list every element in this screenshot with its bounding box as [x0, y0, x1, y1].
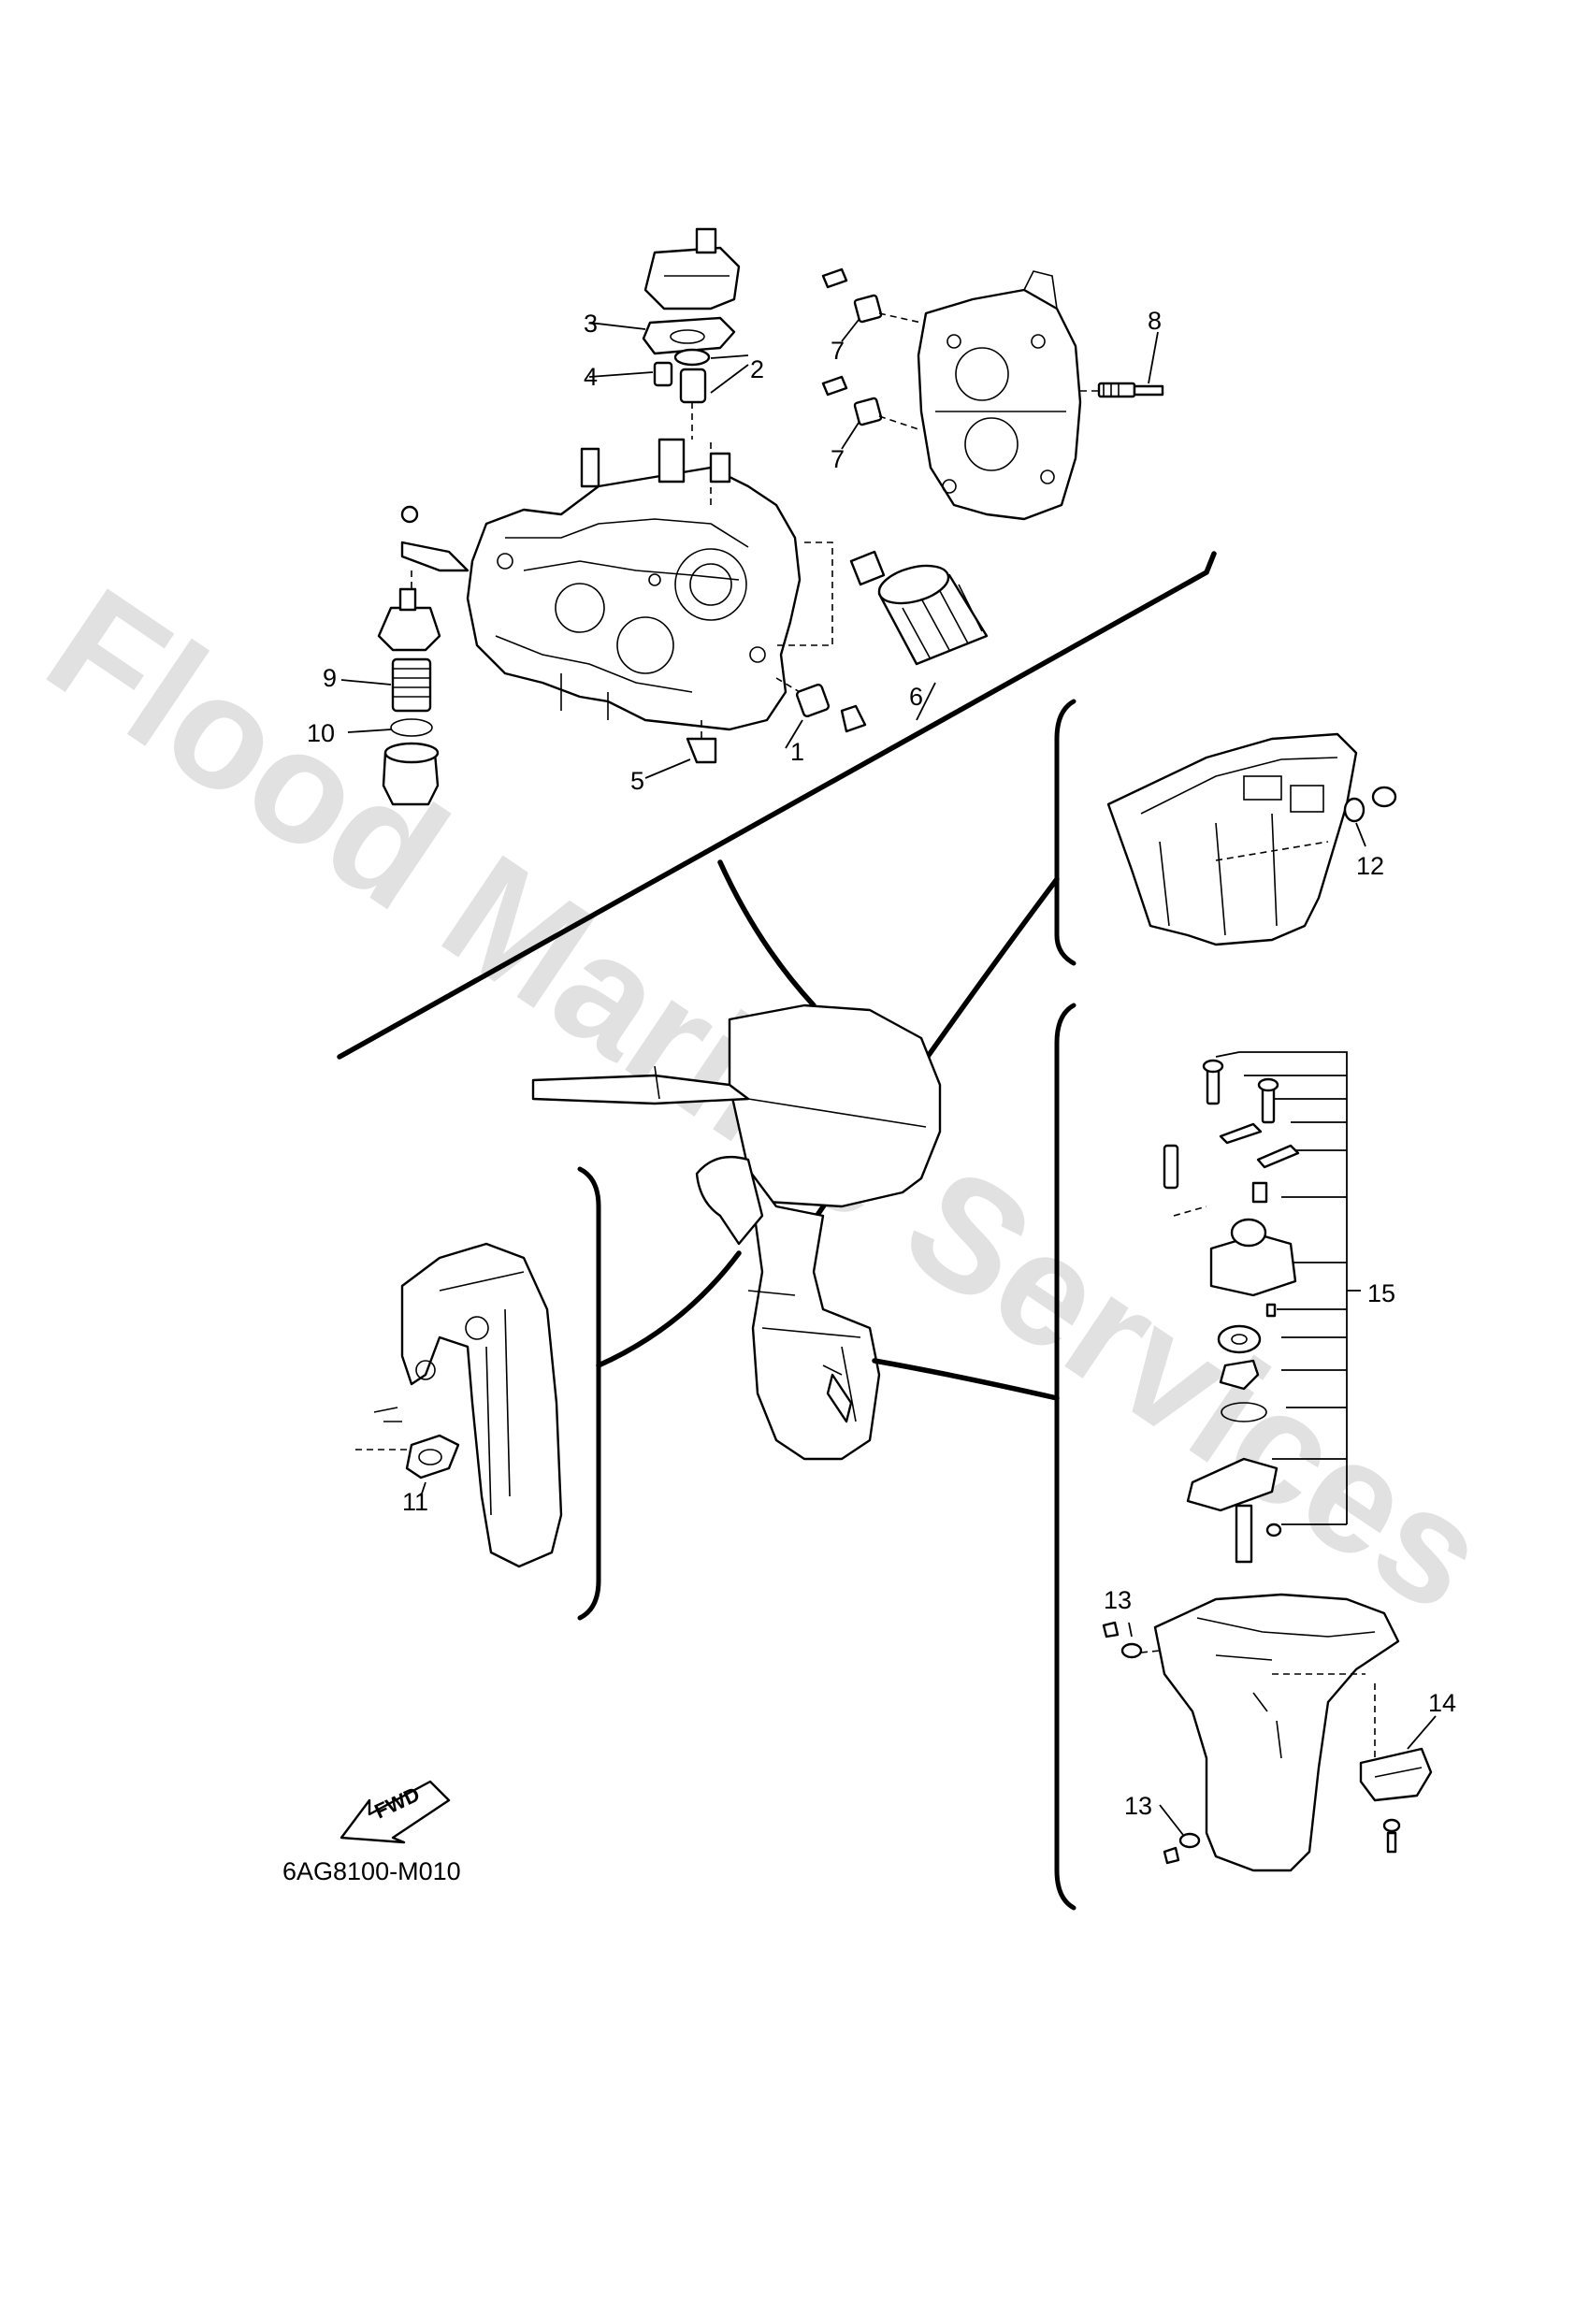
powerhead-leader — [717, 859, 816, 1008]
fwd-arrow: FWD — [340, 1780, 451, 1844]
callout-3: 3 — [584, 310, 598, 338]
callouts: 1 2 3 4 5 6 7 7 8 9 10 11 12 13 13 14 15 — [307, 307, 1456, 1820]
part-5-clip — [644, 720, 717, 779]
part-4-plug — [588, 361, 673, 387]
filter-cup — [382, 742, 440, 806]
upper-casing — [1106, 732, 1358, 946]
callout-10: 10 — [307, 719, 335, 747]
bracket-fitting — [377, 505, 470, 652]
callout-14: 14 — [1428, 1689, 1456, 1717]
clamp-bracket — [400, 1242, 563, 1568]
lower-unit-bracket — [1054, 1003, 1076, 1911]
part-1-anode — [775, 677, 867, 749]
part-7-bushing-lower — [821, 375, 922, 450]
part-11-mount-pad — [355, 1407, 460, 1497]
powerhead-divider-line — [337, 551, 1217, 1060]
part-6-oil-filter — [849, 550, 989, 721]
thermostat-cover — [643, 227, 741, 310]
part-7-bushing-upper — [821, 267, 922, 342]
callout-15: 15 — [1367, 1279, 1395, 1307]
callout-11: 11 — [402, 1488, 428, 1516]
part-12-grommet — [1343, 786, 1397, 847]
part-13-plug-lower — [1159, 1804, 1201, 1865]
callout-7-lower: 7 — [831, 445, 845, 473]
part-15-water-pump-kit — [1163, 1051, 1361, 1564]
callout-1: 1 — [790, 738, 804, 766]
lower-unit-leader — [872, 1358, 1060, 1401]
part-9-filter-element — [340, 657, 432, 713]
cylinder-head — [917, 270, 1082, 521]
callout-12: 12 — [1356, 852, 1384, 880]
clamp-bracket-bracket — [577, 1166, 601, 1621]
cylinder-block — [466, 438, 833, 731]
callout-2: 2 — [750, 355, 764, 383]
part-10-o-ring — [347, 718, 433, 737]
part-3-gasket — [588, 316, 736, 355]
callout-6: 6 — [909, 683, 923, 711]
callout-4: 4 — [584, 363, 598, 391]
part-2-thermostat — [673, 348, 749, 440]
clamp-bracket-leader — [596, 1250, 742, 1368]
upper-casing-bracket — [1054, 699, 1076, 966]
callout-5: 5 — [630, 767, 644, 795]
callout-13-upper: 13 — [1104, 1586, 1132, 1614]
diagram-code: 6AG8100-M010 — [282, 1857, 461, 1885]
outboard-motor-silhouette — [531, 1003, 942, 1461]
part-8-spark-plug — [1080, 331, 1164, 398]
callout-9: 9 — [323, 664, 337, 692]
callout-7-upper: 7 — [831, 337, 845, 365]
callout-13-lower: 13 — [1124, 1792, 1152, 1820]
part-13-plug-upper — [1102, 1621, 1161, 1659]
lower-unit-gearcase — [1153, 1593, 1400, 1872]
callout-8: 8 — [1148, 307, 1162, 335]
part-14-anode — [1359, 1715, 1437, 1854]
